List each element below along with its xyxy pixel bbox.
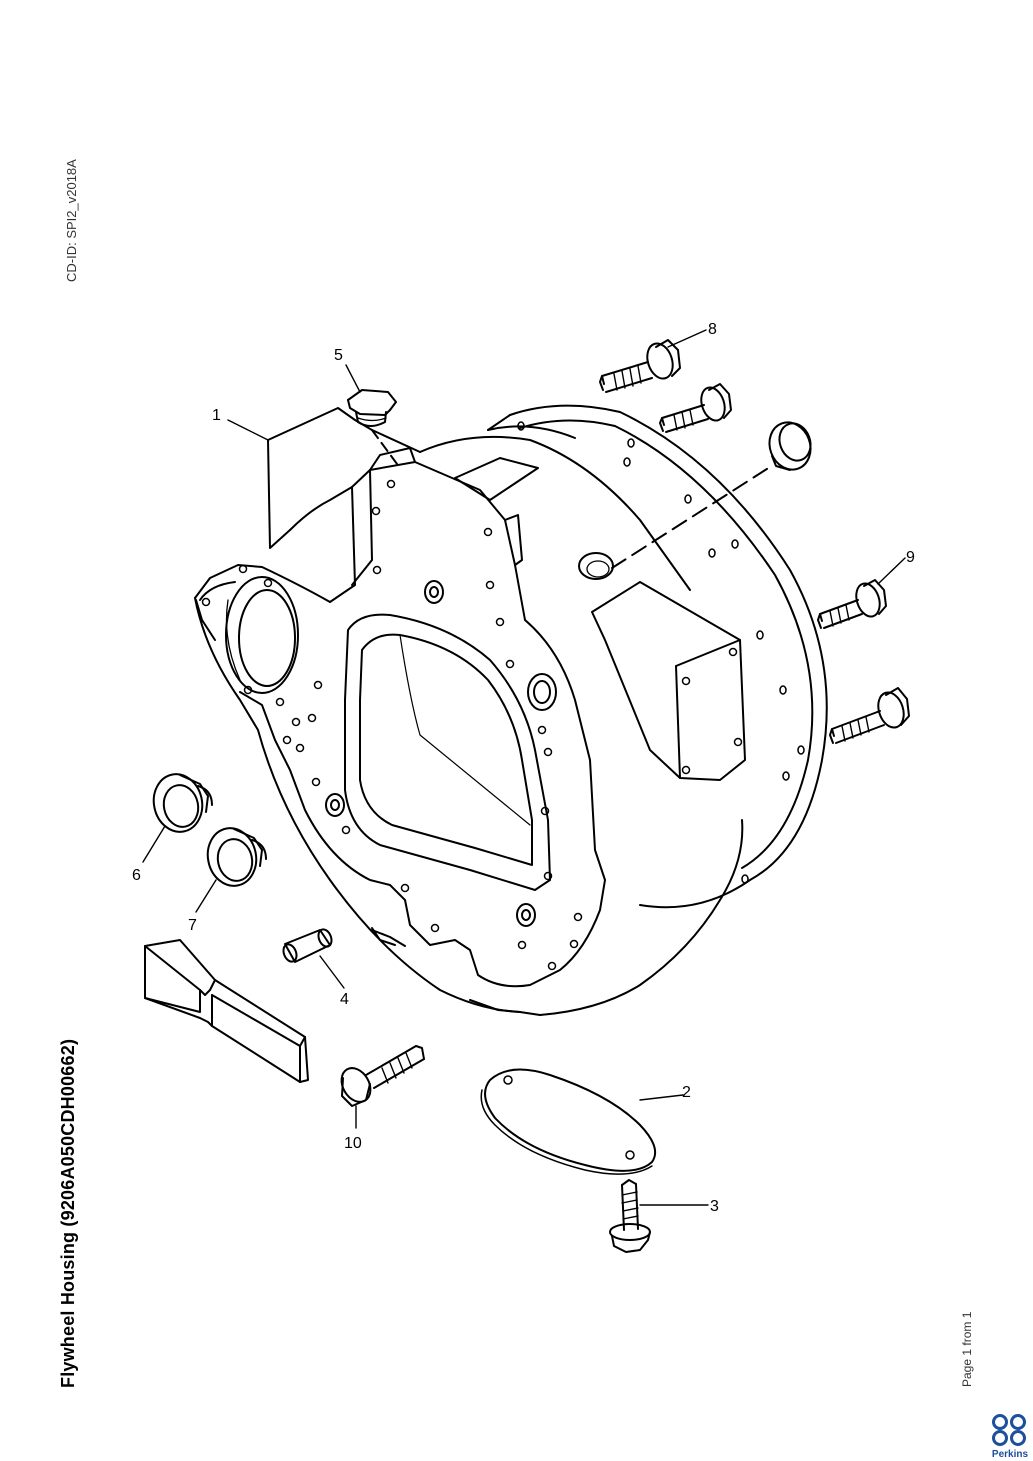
gasket-strip (144, 939, 309, 1083)
callout-9: 9 (906, 549, 915, 566)
bolt-part-8 (599, 339, 681, 393)
perkins-wordmark: Perkins (992, 1449, 1029, 1460)
bolt-part-8b (659, 383, 732, 433)
bolt-part-9 (817, 579, 887, 629)
plug-5-assembly-line (371, 429, 401, 469)
callout-7: 7 (188, 917, 197, 934)
cover-plate-part-2 (480, 1068, 656, 1175)
callout-3: 3 (710, 1198, 719, 1215)
plug-part-5 (347, 389, 397, 427)
callout-8: 8 (708, 321, 717, 338)
cap-plug-upper (768, 421, 812, 471)
flywheel-housing (194, 404, 828, 1016)
cup-plug-part-7 (206, 827, 267, 887)
callout-2: 2 (682, 1084, 691, 1101)
cup-plug-part-6 (152, 773, 213, 833)
bolt-part-3 (609, 1179, 651, 1253)
callout-5: 5 (334, 347, 343, 364)
bolt-part-9b (829, 687, 910, 744)
perkins-logo: Perkins (992, 1414, 1029, 1460)
callout-1: 1 (212, 407, 221, 424)
bolt-part-10 (340, 1045, 425, 1107)
callout-6: 6 (132, 867, 141, 884)
callout-10: 10 (344, 1135, 362, 1152)
dowel-pin-part-4 (282, 928, 333, 963)
cap-plug-assembly-line (611, 466, 771, 569)
callout-4: 4 (340, 991, 349, 1008)
callout-leaders (142, 329, 906, 1206)
